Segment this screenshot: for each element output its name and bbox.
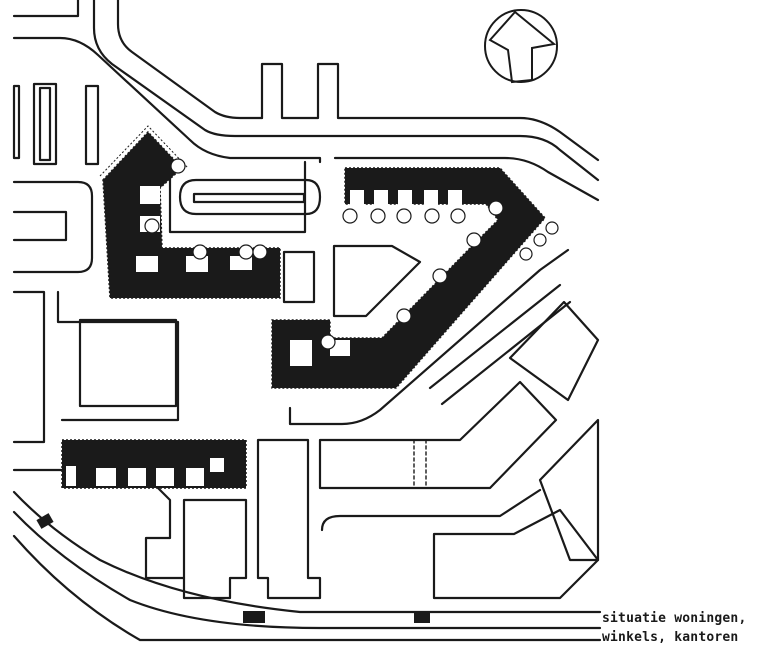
left-road-lower-2 xyxy=(56,290,180,422)
square-left xyxy=(78,318,178,408)
road-upper-edge xyxy=(92,0,600,182)
strip-2 xyxy=(32,82,58,166)
diag-road-2 xyxy=(428,283,562,390)
tower-block xyxy=(256,438,322,600)
caption: situatie woningen, winkels, kantoren xyxy=(602,609,746,647)
left-road-lower xyxy=(12,290,46,444)
road-marker-2 xyxy=(243,611,265,623)
right-block xyxy=(538,418,600,562)
lower-right-block xyxy=(432,508,600,600)
small-square xyxy=(282,250,316,304)
diag-road-1 xyxy=(288,248,570,426)
building-lower-left xyxy=(61,439,247,489)
road-north-stub xyxy=(260,62,600,162)
road-inner-edge xyxy=(116,0,264,120)
left-border xyxy=(12,180,94,274)
diag-block-2 xyxy=(318,380,558,490)
diamond-plaza xyxy=(332,244,422,318)
caption-line-2: winkels, kantoren xyxy=(602,630,739,645)
road-right-edge xyxy=(333,156,600,202)
block-top-left xyxy=(12,0,80,18)
strip-2-inner xyxy=(38,86,52,162)
north-arrow-icon xyxy=(484,9,558,84)
lower-road-loop xyxy=(320,488,542,532)
bottom-road-3 xyxy=(12,534,602,642)
building-upper-left xyxy=(99,125,281,299)
left-border-2 xyxy=(12,210,68,242)
building-chevron xyxy=(271,167,559,389)
parking-road xyxy=(168,160,307,234)
road-lower-edge xyxy=(12,36,322,164)
parking-loop-outer xyxy=(178,178,322,216)
strip-1 xyxy=(12,84,21,160)
parking-loop-inner xyxy=(192,192,306,204)
strip-3 xyxy=(84,84,100,166)
diag-block-1 xyxy=(508,300,600,402)
caption-line-1: situatie woningen, xyxy=(602,611,747,626)
bottom-road-2 xyxy=(12,510,602,630)
road-marker-1 xyxy=(36,513,54,529)
road-marker-3 xyxy=(414,611,430,623)
lower-left-block xyxy=(182,498,248,600)
